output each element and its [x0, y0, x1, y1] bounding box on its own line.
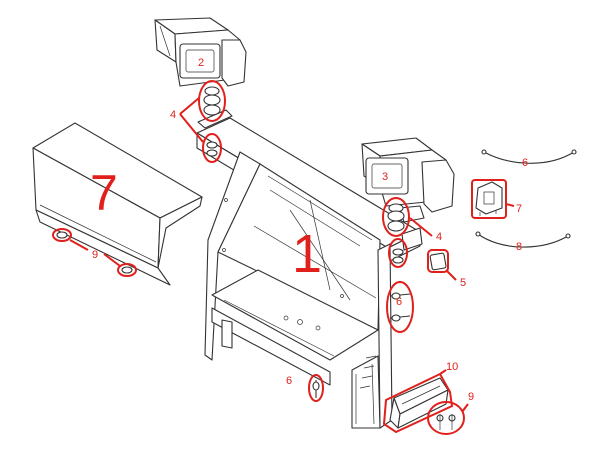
mounting-bracket [389, 377, 449, 429]
label-cable-bottom: 8 [516, 241, 522, 253]
bolts-mid [389, 292, 411, 322]
label-bracket: 10 [446, 361, 458, 373]
label-lamp-right: 3 [382, 171, 388, 183]
label-bolt-bottom: 6 [286, 375, 292, 387]
protective-cover [32, 122, 203, 286]
cable-bottom [475, 231, 571, 248]
label-frame: 1 [292, 224, 322, 284]
label-mount-right: 4 [436, 231, 442, 243]
label-cover: 7 [90, 165, 118, 221]
label-bracket-fasteners: 9 [468, 391, 474, 403]
label-pad: 5 [460, 277, 466, 289]
callout-highlights [52, 80, 515, 435]
rubber-mount-right [387, 203, 423, 264]
bolt-bottom [312, 380, 320, 398]
label-mount-top: 4 [170, 109, 176, 121]
label-lamp-top: 2 [198, 57, 204, 69]
rubber-pad [429, 252, 447, 271]
work-lamp-top [154, 17, 247, 87]
main-frame [196, 109, 421, 429]
label-bolts-mid: 6 [396, 296, 402, 308]
relay-unit [475, 181, 503, 216]
cover-fasteners [56, 231, 133, 274]
cable-top [481, 149, 577, 164]
label-relay: 7 [516, 203, 522, 215]
label-cover-fasteners: 9 [92, 249, 98, 261]
screws-post [359, 355, 377, 389]
label-cable-top: 6 [522, 157, 528, 169]
work-lamp-right [361, 137, 455, 223]
bracket-fasteners [436, 414, 456, 430]
rubber-mount-top [203, 86, 221, 157]
